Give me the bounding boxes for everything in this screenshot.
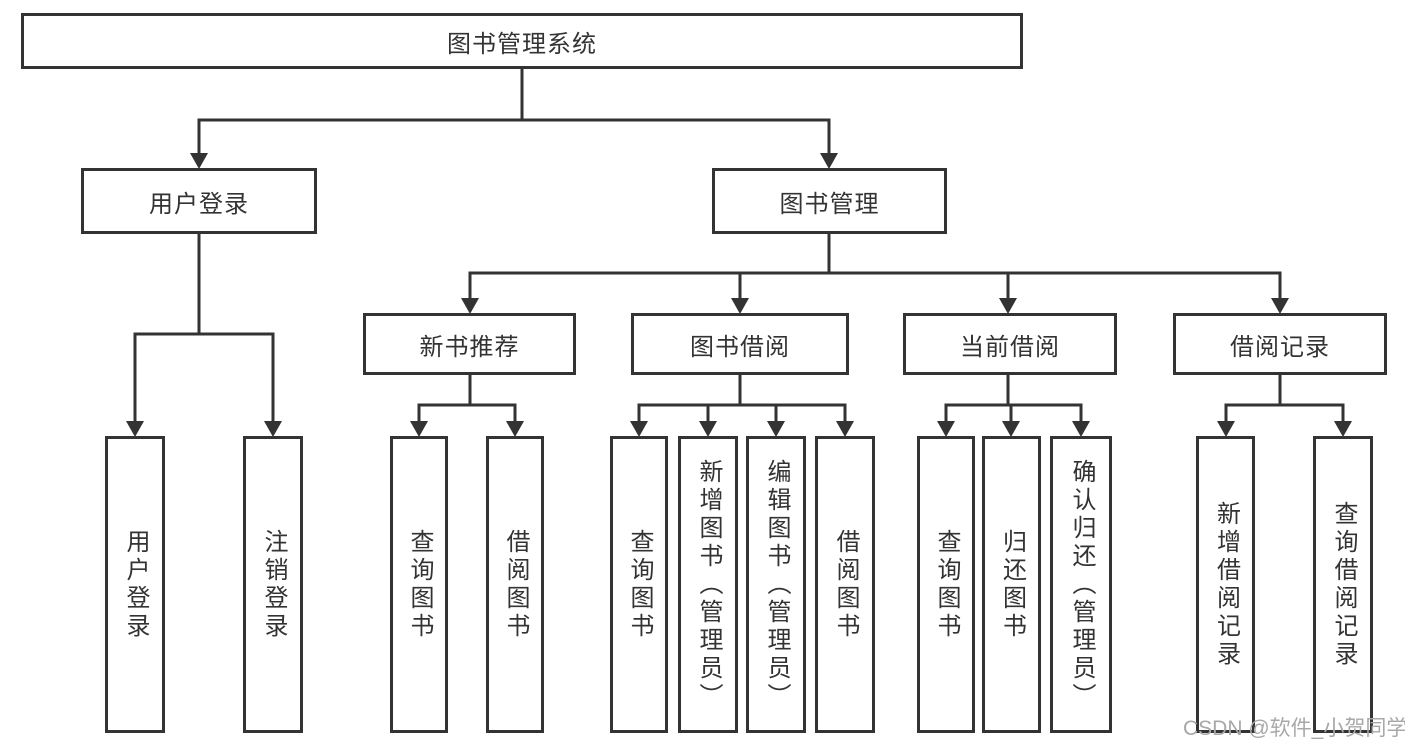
node-book-management-label: 图书管理 [779,190,880,218]
leaf-add-borrow-record: 新增借阅记录 [1196,436,1255,733]
leaf-confirm-return-admin-label: 确认归还（管理员） [1068,458,1095,711]
node-new-book-recommend: 新书推荐 [363,313,576,375]
node-borrow-record-label: 借阅记录 [1230,333,1330,361]
node-user-login: 用户登录 [81,168,317,234]
leaf-return-book-label: 归还图书 [998,528,1026,641]
leaf-query-book-3-label: 查询图书 [933,528,960,641]
leaf-query-book-1-label: 查询图书 [406,528,433,641]
node-user-login-label: 用户登录 [149,190,249,218]
leaf-add-borrow-record-label: 新增借阅记录 [1212,500,1240,669]
leaf-query-book-2: 查询图书 [610,436,668,733]
node-current-borrow-label: 当前借阅 [960,333,1060,361]
leaf-user-login-label: 用户登录 [122,528,149,641]
node-new-book-recommend-label: 新书推荐 [419,333,520,361]
leaf-add-book-admin-label: 新增图书（管理员） [695,458,722,711]
leaf-borrow-book-2: 借阅图书 [815,436,875,733]
leaf-confirm-return-admin: 确认归还（管理员） [1050,436,1112,733]
root-node-library-system: 图书管理系统 [21,13,1023,69]
root-node-label: 图书管理系统 [447,30,597,58]
csdn-watermark: CSDN @软件_小贺同学 [1183,717,1405,740]
leaf-edit-book-admin-label: 编辑图书（管理员） [763,458,790,711]
node-book-management: 图书管理 [712,168,947,234]
leaf-add-book-admin: 新增图书（管理员） [678,436,738,733]
leaf-query-book-3: 查询图书 [917,436,975,733]
leaf-edit-book-admin: 编辑图书（管理员） [746,436,806,733]
leaf-query-book-2-label: 查询图书 [626,528,653,641]
leaf-borrow-book-1-label: 借阅图书 [502,528,529,641]
leaf-logout: 注销登录 [243,436,303,733]
node-book-borrow: 图书借阅 [631,313,849,375]
leaf-query-book-1: 查询图书 [390,436,448,733]
leaf-logout-label: 注销登录 [260,528,287,641]
leaf-query-borrow-record-label: 查询借阅记录 [1330,500,1357,669]
leaf-borrow-book-1: 借阅图书 [486,436,544,733]
leaf-query-borrow-record: 查询借阅记录 [1313,436,1373,733]
node-book-borrow-label: 图书借阅 [690,333,790,361]
leaf-borrow-book-2-label: 借阅图书 [832,528,859,641]
leaf-user-login: 用户登录 [105,436,165,733]
leaf-return-book: 归还图书 [982,436,1041,733]
node-borrow-record: 借阅记录 [1173,313,1387,375]
node-current-borrow: 当前借阅 [903,313,1117,375]
